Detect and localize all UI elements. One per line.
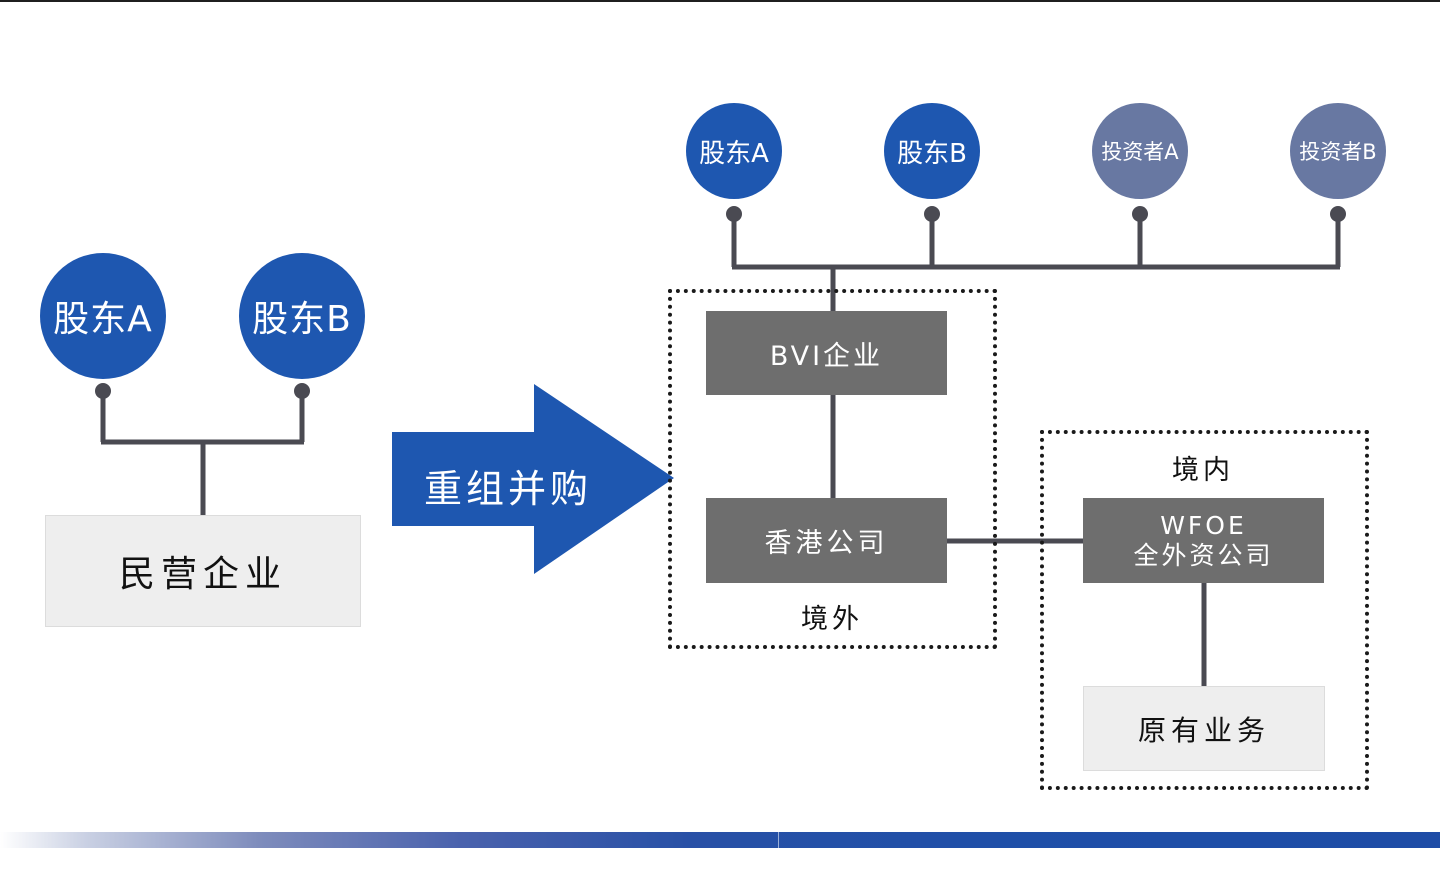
merger-arrow-label: 重组并购 <box>424 467 593 511</box>
private-enterprise-box: 民营企业 <box>45 515 361 627</box>
right-shareholder-b-label: 股东B <box>897 138 967 169</box>
merger-arrow-shape <box>392 384 674 574</box>
footer-bar-divider <box>778 832 779 848</box>
right-shareholder-a-label: 股东A <box>699 138 769 169</box>
investor-a-label: 投资者A <box>1101 140 1179 164</box>
investor-b: 投资者B <box>1290 103 1386 199</box>
bvi-company-box: BVI企业 <box>706 311 947 395</box>
top-rule <box>0 0 1440 2</box>
investor-a: 投资者A <box>1092 103 1188 199</box>
right-shareholder-a: 股东A <box>686 103 782 199</box>
bvi-company-label: BVI企业 <box>769 340 884 372</box>
hk-company-label: 香港公司 <box>764 528 889 559</box>
footer-gradient-bar <box>0 832 1440 848</box>
offshore-label: 境外 <box>801 604 863 635</box>
onshore-region <box>1040 430 1369 790</box>
private-enterprise-label: 民营企业 <box>118 554 287 595</box>
onshore-label: 境内 <box>1172 455 1234 486</box>
offshore-region <box>668 289 997 649</box>
left-shareholder-b: 股东B <box>239 253 365 379</box>
original-business-label: 原有业务 <box>1137 713 1270 747</box>
investor-b-label: 投资者B <box>1299 140 1377 164</box>
right-shareholder-b: 股东B <box>884 103 980 199</box>
wfoe-box: WFOE 全外资公司 <box>1083 498 1324 583</box>
original-business-box: 原有业务 <box>1083 686 1325 771</box>
hk-company-box: 香港公司 <box>706 498 947 583</box>
wfoe-label-line2: 全外资公司 <box>1133 540 1274 570</box>
left-shareholder-b-label: 股东B <box>252 299 352 340</box>
left-shareholder-a-label: 股东A <box>53 299 153 340</box>
left-shareholder-a: 股东A <box>40 253 166 379</box>
wfoe-label-line1: WFOE <box>1160 510 1247 540</box>
